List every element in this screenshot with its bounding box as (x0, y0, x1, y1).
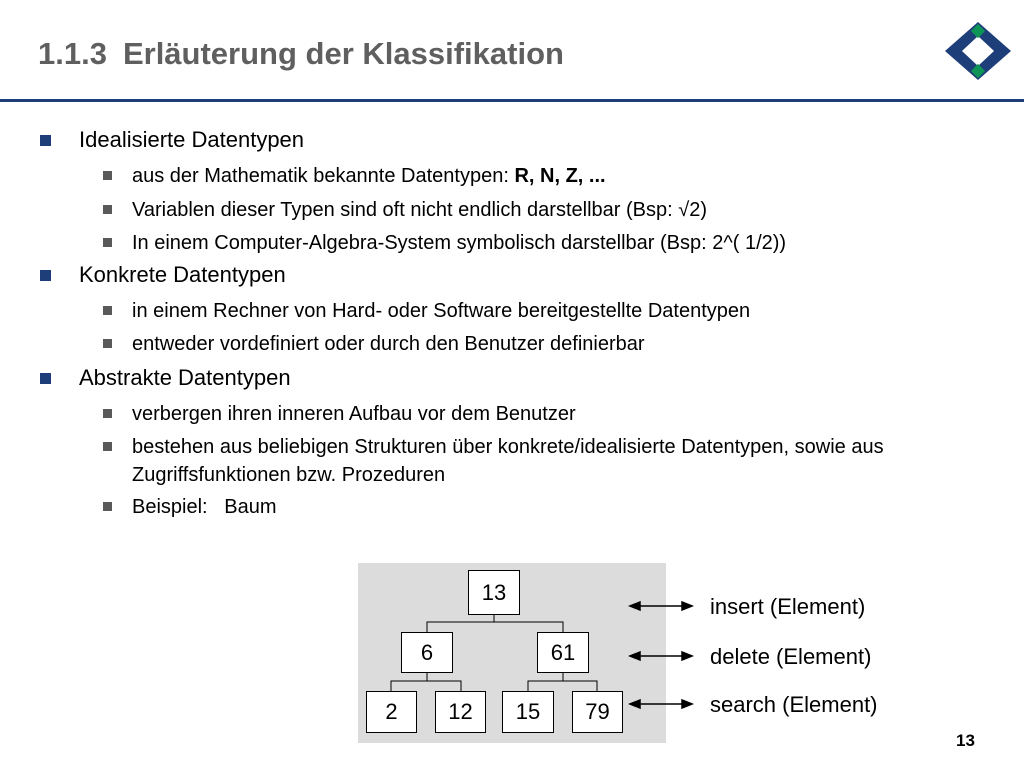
slide-title: 1.1.3 Erläuterung der Klassifikation (38, 36, 564, 72)
sub-bullet-beispiel: Beispiel: Baum (132, 496, 277, 518)
tree-node-leaf: 15 (502, 691, 554, 733)
sub-bullet-verbergen: verbergen ihren inneren Aufbau vor dem B… (132, 403, 576, 425)
company-logo-icon (945, 22, 1011, 80)
bullet-abstrakte-datentypen: Abstrakte Datentypen (79, 365, 291, 390)
sub-bullet-square-icon (103, 205, 112, 214)
title-text: Erläuterung der Klassifikation (122, 36, 564, 71)
section-number: 1.1.3 (38, 36, 107, 71)
tree-node-leaf: 79 (572, 691, 623, 733)
tree-node-leaf: 12 (435, 691, 486, 733)
tree-node-leaf: 2 (366, 691, 417, 733)
tree-node: 61 (537, 632, 589, 673)
sub-bullet-computer-algebra: In einem Computer-Algebra-System symboli… (132, 232, 787, 254)
header-rule (0, 99, 1024, 102)
sub-bullet-vordefiniert: entweder vordefiniert oder durch den Ben… (132, 333, 645, 355)
bullet-square-icon (40, 135, 51, 146)
sub-bullet-square-icon (103, 502, 112, 511)
page-number: 13 (956, 731, 975, 750)
sub-bullet-square-icon (103, 442, 112, 451)
tree-node: 6 (401, 632, 453, 673)
bullet-idealisierte-datentypen: Idealisierte Datentypen (79, 127, 305, 152)
double-arrow-icons (627, 600, 695, 710)
sub-bullet-square-icon (103, 339, 112, 348)
sub-bullet-bold-sets: R, N, Z, ... (514, 165, 606, 187)
sub-bullet-square-icon (103, 409, 112, 418)
sub-bullet-text: aus der Mathematik bekannte Datentypen: (132, 165, 515, 187)
sub-bullet-mathematik: aus der Mathematik bekannte Datentypen: … (132, 162, 606, 190)
sub-bullet-strukturen: bestehen aus beliebigen Strukturen über … (132, 436, 884, 486)
insert-operation-label: insert (Element) (710, 594, 866, 619)
sub-bullet-square-icon (103, 306, 112, 315)
bullet-konkrete-datentypen: Konkrete Datentypen (79, 262, 286, 287)
bullet-square-icon (40, 373, 51, 384)
bullet-square-icon (40, 270, 51, 281)
search-operation-label: search (Element) (710, 692, 878, 717)
sub-bullet-square-icon (103, 171, 112, 180)
tree-node-root: 13 (468, 570, 520, 615)
sub-bullet-square-icon (103, 238, 112, 247)
sub-bullet-variablen: Variablen dieser Typen sind oft nicht en… (132, 199, 707, 221)
delete-operation-label: delete (Element) (710, 644, 872, 669)
sub-bullet-rechner: in einem Rechner von Hard- oder Software… (132, 300, 751, 322)
